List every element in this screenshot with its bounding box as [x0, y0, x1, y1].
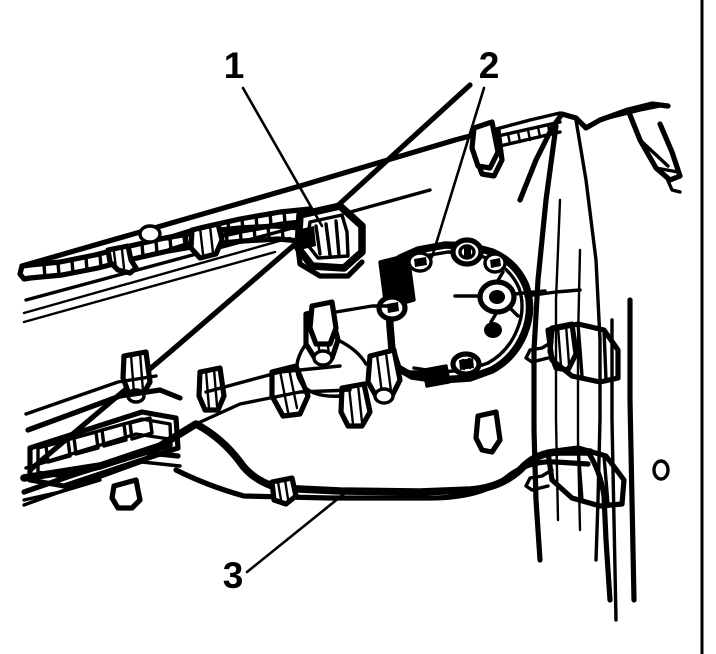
electrical-connector [294, 202, 366, 279]
retainer-clip [188, 221, 225, 261]
callout-label-2: 2 [479, 45, 500, 86]
wiring-harness-conduit [17, 206, 315, 282]
mounting-screw [483, 252, 507, 274]
callout-label-1: 1 [224, 45, 245, 86]
panel-bracket [469, 119, 562, 171]
side-pillar-trim [517, 101, 683, 622]
mounting-screw [450, 237, 484, 267]
retainer-clip [138, 224, 162, 244]
actuator-shaft-hub [453, 270, 547, 324]
retainer-clip [338, 381, 373, 429]
mounting-screw [450, 351, 482, 377]
retainer-clip [307, 299, 339, 347]
retainer-clip [269, 475, 299, 507]
mounting-screw [407, 251, 433, 273]
retainer-clip [365, 347, 403, 405]
hvac-duct [20, 364, 594, 507]
callout-leaders [241, 86, 486, 574]
retainer-clip [105, 243, 139, 276]
air-outlet-louver [21, 374, 183, 511]
air-temperature-actuator [376, 237, 582, 388]
mounting-boss [376, 294, 408, 322]
leader-line-3 [245, 487, 352, 574]
leader-line-2 [430, 86, 486, 259]
callout-label-3: 3 [223, 555, 244, 596]
leader-line-1 [241, 86, 324, 228]
retainer-clip [473, 409, 503, 455]
